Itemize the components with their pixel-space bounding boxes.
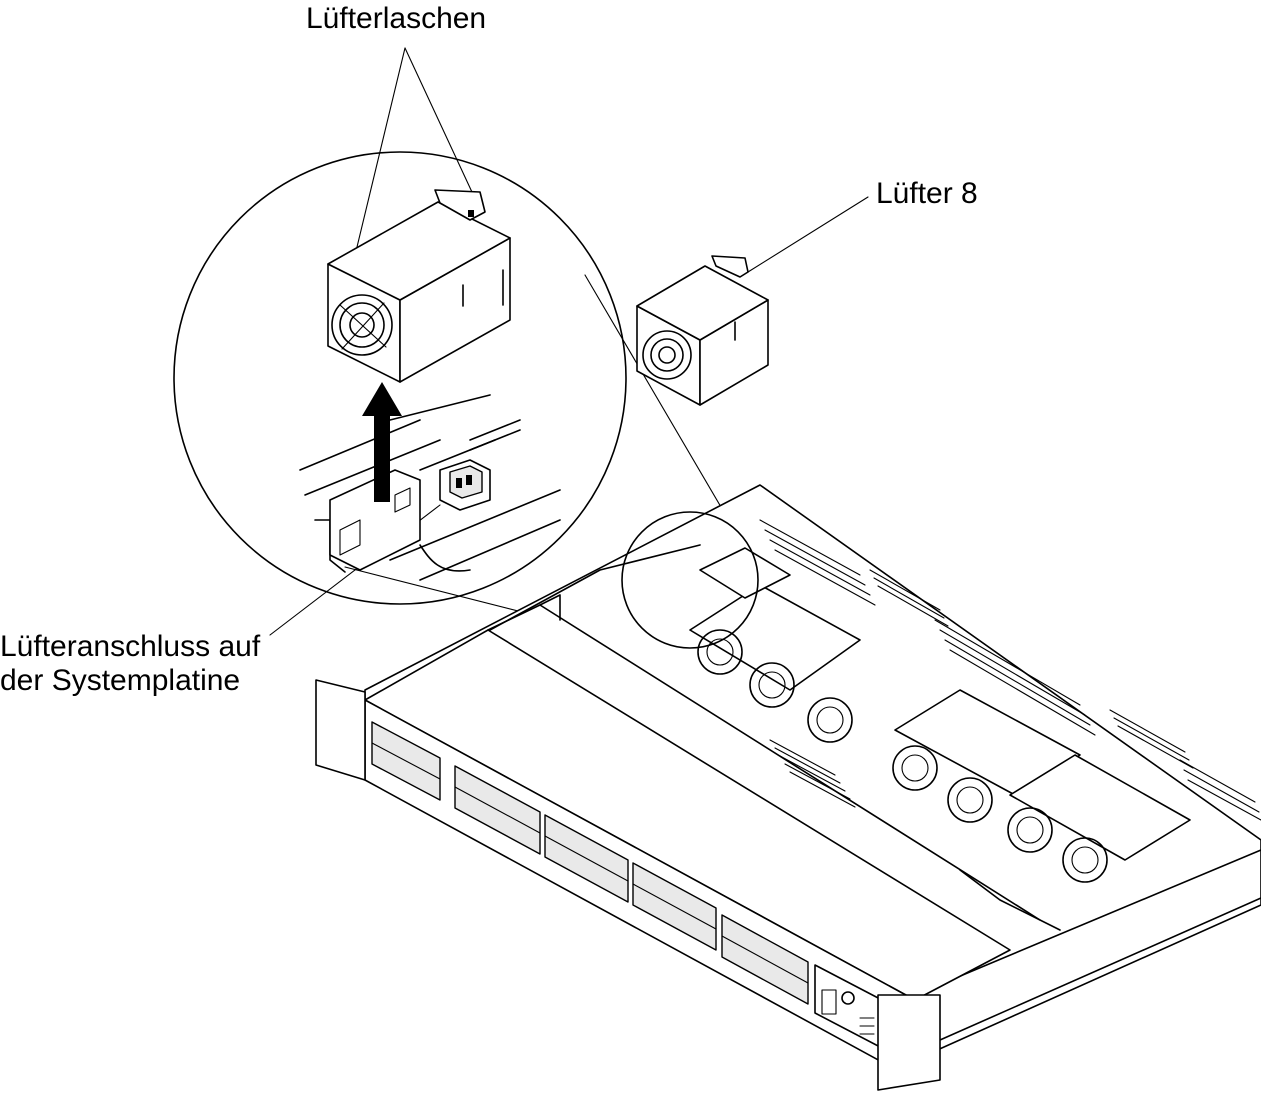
detail-fan-ring-outer — [331, 294, 393, 356]
rack-ear-left — [315, 679, 366, 781]
magnified-detail — [173, 151, 627, 605]
dimm-bank-4 — [1109, 709, 1194, 769]
fan-6 — [1007, 807, 1053, 853]
fan-7 — [1062, 837, 1108, 883]
drive-bay-dividers — [371, 742, 809, 984]
heatsink-fins — [769, 739, 856, 808]
chassis-right-edge — [914, 849, 1261, 996]
fan-8-hub — [658, 346, 676, 364]
chassis-right-rail — [939, 897, 1261, 1041]
fan-8-module — [636, 255, 769, 406]
fan-7-hub — [1071, 846, 1099, 874]
fan-3-hub — [816, 706, 844, 734]
fan-8-tab — [711, 255, 749, 278]
fan-bay — [689, 547, 1191, 883]
psu-edge — [959, 869, 1061, 931]
server-chassis — [315, 484, 1261, 1091]
lift-arrow — [362, 382, 402, 502]
fan-2 — [749, 662, 795, 708]
fan-8-ring-outer — [642, 330, 692, 380]
leader-fan-tab-left — [349, 47, 406, 277]
fan-6-hub — [1016, 816, 1044, 844]
fan-connector-label: Lüfteranschluss auf der Systemplatine — [0, 630, 260, 698]
video-port — [821, 989, 837, 1015]
fan-8-ring-mid — [650, 338, 684, 372]
chassis-inner-edge — [489, 544, 701, 631]
power-button — [841, 991, 855, 1005]
dimm-bank-1 — [759, 519, 876, 606]
fan-tabs-label: Lüfterlaschen — [306, 2, 487, 35]
dimm-bank-5 — [1179, 759, 1261, 821]
magnify-line-top — [584, 274, 746, 549]
fan-4-hub — [901, 754, 929, 782]
drive-bays — [371, 721, 809, 1005]
detail-fan-guard — [339, 302, 387, 350]
detail-cable — [419, 544, 471, 572]
fan-2-hub — [758, 671, 786, 699]
detail-fan-ring-mid — [339, 302, 385, 348]
detail-fan-top-face — [327, 201, 511, 301]
detail-board-traces — [469, 419, 521, 451]
fan-4 — [892, 745, 938, 791]
detail-fan-hub — [349, 312, 375, 338]
detail-fan-module — [327, 189, 511, 383]
fan-connector-label-line1: Lüfteranschluss auf — [0, 630, 261, 663]
detail-bracket-slots — [339, 487, 411, 556]
detail-floor-edges — [389, 489, 561, 581]
fan-bay-cover-2 — [699, 547, 791, 599]
fan-8-label: Lüfter 8 — [876, 177, 978, 210]
fan-1 — [697, 629, 743, 675]
detail-fan-tab-hole — [468, 210, 474, 217]
usb-ports — [859, 1017, 875, 1035]
detail-circle — [173, 151, 627, 605]
detail-chassis-lines — [299, 394, 521, 496]
dimm-bank-2 — [869, 569, 949, 627]
chassis-inner-post — [539, 594, 561, 621]
fan-1-hub — [706, 638, 734, 666]
arrow-up-icon — [362, 382, 402, 502]
detail-connector-pins — [456, 475, 472, 488]
leader-fan-tab-right — [404, 47, 479, 206]
fan-5 — [947, 777, 993, 823]
dimm-slots — [759, 519, 1261, 821]
leader-fan-8 — [747, 196, 869, 273]
location-circle — [621, 511, 759, 649]
detail-fan-bracket — [329, 469, 421, 571]
fan-8-top-face — [636, 265, 769, 341]
fan-bay-cover-3 — [894, 689, 1081, 796]
fan-connector-label-line2: der Systemplatine — [0, 664, 241, 697]
dimm-bank-3 — [934, 619, 1096, 736]
fan-3 — [807, 697, 853, 743]
rack-ear-right — [877, 994, 941, 1091]
fan-5-hub — [956, 786, 984, 814]
